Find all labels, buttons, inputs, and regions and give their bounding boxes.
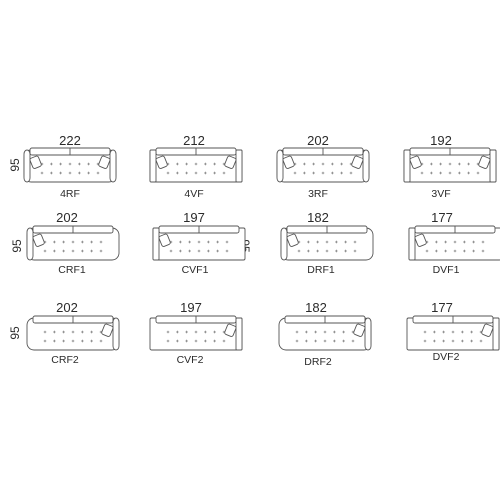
module-DRF2: 182 DRF2 [278,300,372,368]
module-CVF2-width: 197 [180,300,202,315]
DRF2-right-arm [364,317,372,351]
CRF1-left-pillow [32,233,45,247]
module-CVF2-sofa-drawing [149,315,243,351]
module-DRF2-sofa-drawing [278,315,372,351]
module-4RF: 222 4RF [23,133,117,200]
module-DVF2-width: 177 [431,300,453,315]
module-3RF-sofa-drawing [276,147,370,183]
module-CRF1-width: 202 [56,210,78,225]
module-4VF-width: 212 [183,133,205,148]
3RF-left-pillow [282,155,295,169]
4VF-left-pillow [155,155,168,169]
module-CVF2: 197 CVF2 [149,300,243,366]
module-DVF1: 177 95 DVF1 [408,210,500,276]
DVF2-right-arm [492,317,500,351]
module-CRF1-sofa-drawing [26,225,120,261]
module-3VF-width: 192 [430,133,452,148]
CRF1-left-arm [26,227,34,261]
3RF-right-arm [362,149,370,183]
DVF2-right-pillow [481,323,494,337]
module-DRF1: 182 95 DRF1 [280,210,375,276]
module-CRF2: 202 CRF2 [26,300,120,366]
module-CVF1-sofa-drawing [152,225,246,261]
row-1-height-label: 95 [8,158,22,172]
module-DVF2: 177 DVF2 [406,300,500,363]
3RF-left-arm [276,149,284,183]
CVF1-left-pillow [158,233,171,247]
4RF-right-pillow [98,155,111,169]
DVF1-left-arm [408,227,416,261]
4VF-right-arm [235,149,243,183]
module-4VF: 212 4VF [149,133,243,200]
module-CVF1: 197 95 CVF1 [152,210,252,276]
module-DRF2-code: DRF2 [304,356,332,368]
module-CVF1-code: CVF1 [182,264,209,276]
module-CRF2-sofa-drawing [26,315,120,351]
module-3VF: 192 3VF [403,133,497,200]
module-DVF1-sofa-drawing [408,225,500,261]
module-DRF2-width: 182 [305,300,327,315]
CVF1-left-arm [152,227,160,261]
3VF-right-pillow [478,155,491,169]
DRF1-left-arm [280,227,288,261]
module-CVF2-code: CVF2 [177,354,204,366]
DRF1-left-pillow [286,233,299,247]
4VF-right-pillow [224,155,237,169]
3VF-left-arm [403,149,411,183]
module-DRF1-sofa-drawing [280,225,374,261]
module-3VF-code: 3VF [431,188,450,200]
row-3: 95 202 CRF2 197 CVF2 182 DRF2 177 DVF2 [8,300,500,368]
module-DVF1-code: DVF1 [433,264,460,276]
4RF-right-arm [109,149,117,183]
module-3VF-sofa-drawing [403,147,497,183]
CRF2-right-pillow [101,323,114,337]
3VF-left-pillow [409,155,422,169]
CVF2-right-pillow [224,323,237,337]
3VF-right-arm [489,149,497,183]
module-3RF-code: 3RF [308,188,328,200]
module-CRF2-code: CRF2 [51,354,79,366]
row-2: 202 95 CRF1 197 95 CVF1 182 95 DRF1 177 … [10,210,500,276]
module-CRF1-code: CRF1 [58,264,86,276]
3RF-right-pillow [351,155,364,169]
module-4VF-code: 4VF [184,188,203,200]
module-CVF1-width: 197 [183,210,205,225]
module-4RF-sofa-drawing [23,147,117,183]
module-DRF1-code: DRF1 [307,264,335,276]
module-3RF: 202 3RF [276,133,370,200]
module-3RF-width: 202 [307,133,329,148]
module-CRF1: 202 95 CRF1 [10,210,120,276]
DRF2-right-pillow [353,323,366,337]
module-4RF-code: 4RF [60,188,80,200]
module-DVF1-width: 177 [431,210,453,225]
module-DRF1-width: 182 [307,210,329,225]
4VF-left-arm [149,149,157,183]
module-CRF1-height: 95 [10,239,24,253]
module-4RF-width: 222 [59,133,81,148]
row-3-height-label: 95 [8,326,22,340]
module-CRF2-width: 202 [56,300,78,315]
row-1: 95 222 4RF 212 4VF 202 3RF 192 3VF [8,133,497,200]
CVF2-right-arm [235,317,243,351]
module-4VF-sofa-drawing [149,147,243,183]
DVF1-left-pillow [414,233,427,247]
module-DVF2-sofa-drawing [406,315,500,351]
module-DVF2-code: DVF2 [433,351,460,363]
4RF-left-arm [23,149,31,183]
CRF2-right-arm [112,317,120,351]
4RF-left-pillow [29,155,42,169]
